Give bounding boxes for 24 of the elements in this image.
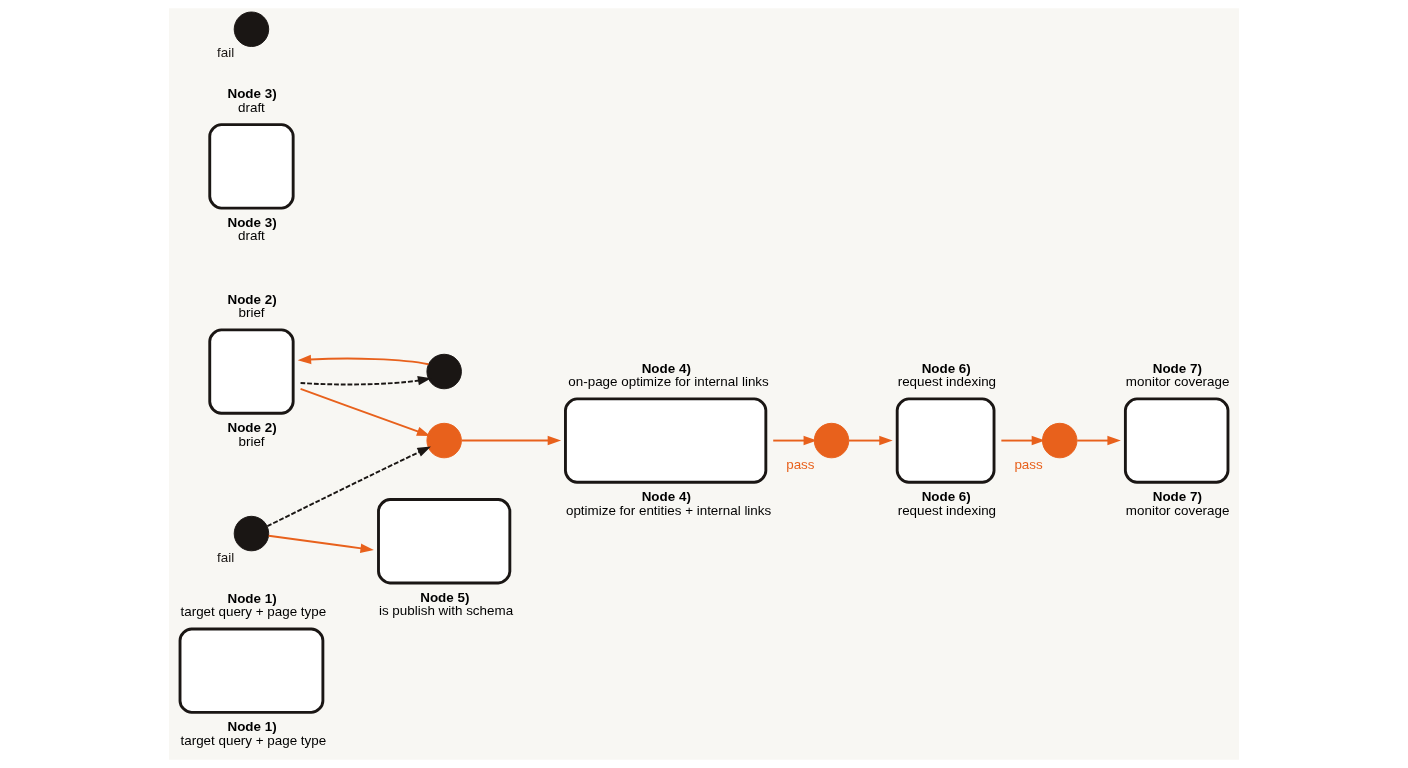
node-label: draft [238, 99, 265, 115]
node-label: brief [238, 433, 265, 449]
node-label: pass [786, 456, 815, 472]
node-label: Node 5) [420, 589, 470, 605]
node-label: Node 2) [227, 291, 277, 307]
node-label: Node 4) [641, 489, 691, 505]
node-label: fail [217, 45, 235, 61]
node-label: Node 3) [227, 214, 277, 230]
node-label: on-page optimize for internal links [568, 374, 769, 390]
node-label: Node 2) [227, 420, 277, 436]
node-label: Node 4) [641, 360, 691, 376]
node-label: request indexing [897, 374, 997, 390]
node-label: Node 7) [1152, 489, 1202, 505]
node-label: Node 1) [227, 719, 277, 735]
node-label: is publish with schema [378, 603, 514, 619]
node-label: Node 7) [1152, 360, 1202, 376]
node-label: pass [1014, 456, 1043, 472]
node-label: fail [217, 549, 235, 565]
node-label: Node 3) [227, 86, 277, 102]
node-label: Node 6) [921, 360, 971, 376]
node-label: draft [238, 228, 265, 244]
node-label: Node 1) [227, 590, 277, 606]
node-label: brief [238, 305, 265, 321]
node-label: Node 6) [921, 489, 971, 505]
